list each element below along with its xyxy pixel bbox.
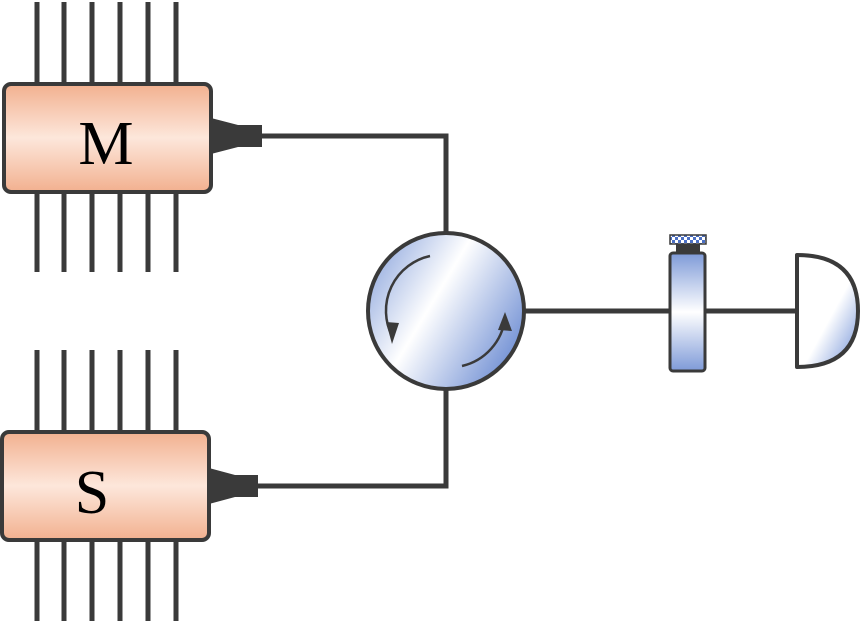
optical-filter-icon (668, 234, 707, 373)
laser-slave-pins (34, 350, 179, 621)
optical-circulator-icon (366, 231, 526, 391)
filter-body (668, 251, 707, 373)
laser-master-pins (34, 2, 179, 272)
fiber-lines (258, 133, 798, 489)
laser-master-output-connector (211, 118, 262, 154)
fiber-slave-to-circulator (258, 390, 449, 489)
circulator-arrowhead-left (386, 322, 399, 344)
laser-master: M (2, 2, 262, 272)
filter-tuner-knob (669, 234, 707, 245)
laser-slave-output-connector (209, 468, 258, 504)
laser-slave: S (0, 350, 258, 621)
circulator-arrowhead-right (498, 312, 512, 331)
photodetector-icon (795, 253, 860, 369)
filter-tuner-stem (676, 244, 700, 254)
laser-master-label: M (78, 110, 133, 178)
laser-slave-label: S (75, 459, 109, 527)
fiber-master-to-circulator (262, 133, 449, 232)
